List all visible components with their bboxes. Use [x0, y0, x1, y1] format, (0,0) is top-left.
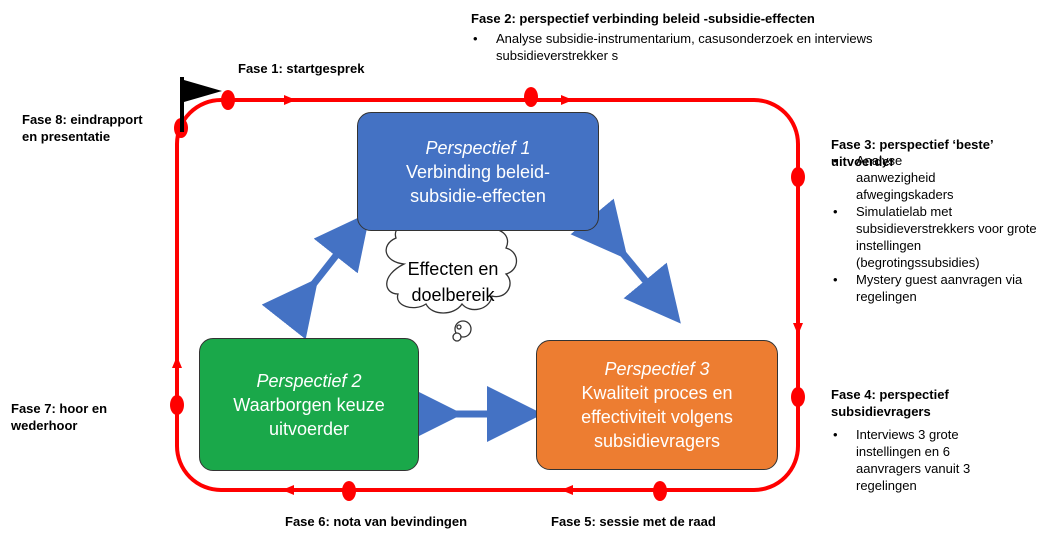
- phase-dot-4: [791, 387, 805, 407]
- fase3-bullet-3: Mystery guest aanvragen via regelingen: [831, 271, 1047, 305]
- perspective-3-line1: Kwaliteit proces en: [581, 383, 733, 403]
- arrow-p1-p3: [570, 198, 681, 324]
- phase-dot-1: [221, 90, 235, 110]
- perspective-3-line2: effectiviteit volgens: [581, 407, 733, 427]
- fase4-bullets: Interviews 3 grote instellingen en 6 aan…: [831, 426, 1001, 494]
- phase-dot-3: [791, 167, 805, 187]
- center-line2: doelbereik: [411, 285, 495, 305]
- phase-dot-6: [342, 481, 356, 501]
- perspective-2-title: Perspectief 2: [256, 370, 362, 391]
- fase4-label: Fase 4: perspectief subsidievragers: [831, 386, 949, 420]
- fase1-label: Fase 1: startgesprek: [238, 61, 365, 76]
- fase7-title-line2: wederhoor: [11, 418, 78, 433]
- center-cloud-text: Effecten en doelbereik: [398, 256, 508, 308]
- perspective-2-line1: Waarborgen keuze: [233, 394, 385, 415]
- track-arrow-bottom-1: [561, 485, 573, 495]
- fase4-bullet-1: Interviews 3 grote instellingen en 6 aan…: [831, 426, 1001, 494]
- fase4-title-line1: Fase 4: perspectief: [831, 387, 949, 402]
- track-arrow-left: [172, 356, 182, 368]
- fase7-label: Fase 7: hoor en wederhoor: [11, 400, 107, 434]
- perspective-1-box: Perspectief 1 Verbinding beleid- subsidi…: [357, 112, 599, 231]
- fase2-bullets: Analyse subsidie-instrumentarium, casuso…: [471, 30, 971, 64]
- center-line1: Effecten en: [407, 259, 499, 279]
- fase8-title-line2: en presentatie: [22, 129, 111, 144]
- fase3-title-line1: Fase 3: perspectief ‘beste’: [831, 137, 994, 152]
- fase5-label: Fase 5: sessie met de raad: [551, 514, 716, 529]
- fase8-title-line1: Fase 8: eindrapport: [22, 112, 143, 127]
- perspective-2-box: Perspectief 2 Waarborgen keuze uitvoerde…: [199, 338, 419, 471]
- phase-dot-7: [170, 395, 184, 415]
- track-arrow-bottom-2: [282, 485, 294, 495]
- fase2-bullet-1: Analyse subsidie-instrumentarium, casuso…: [471, 30, 971, 64]
- perspective-1-line2: subsidie-effecten: [410, 185, 546, 206]
- track-arrow-top-1: [284, 95, 296, 105]
- arrow-p1-p2: [261, 212, 371, 340]
- perspective-2-line2: uitvoerder: [268, 418, 350, 439]
- perspective-3-title: Perspectief 3: [604, 359, 710, 379]
- perspective-3-line3: subsidievragers: [593, 431, 721, 451]
- fase2-label: Fase 2: perspectief verbinding beleid -s…: [471, 11, 815, 26]
- phase-dot-2: [524, 87, 538, 107]
- phase-dot-5: [653, 481, 667, 501]
- perspective-1-line1: Verbinding beleid-: [405, 161, 551, 182]
- track-arrow-top-2: [561, 95, 573, 105]
- fase3-bullet-2: Simulatielab met subsidieverstrekkers vo…: [831, 203, 1047, 271]
- fase8-label: Fase 8: eindrapport en presentatie: [22, 111, 143, 145]
- track-arrow-right: [793, 323, 803, 335]
- perspective-3-box: Perspectief 3 Kwaliteit proces en effect…: [536, 340, 778, 470]
- perspective-1-title: Perspectief 1: [425, 137, 531, 158]
- start-flag-icon: [180, 77, 222, 132]
- fase3-bullets: Analyse aanwezigheid afwegingskaders Sim…: [831, 152, 1047, 305]
- fase7-title-line1: Fase 7: hoor en: [11, 401, 108, 416]
- fase4-title-line2: subsidievragers: [831, 404, 931, 419]
- fase6-label: Fase 6: nota van bevindingen: [285, 514, 468, 529]
- fase3-bullet-1: Analyse aanwezigheid afwegingskaders: [831, 152, 1047, 203]
- process-track: [175, 98, 800, 492]
